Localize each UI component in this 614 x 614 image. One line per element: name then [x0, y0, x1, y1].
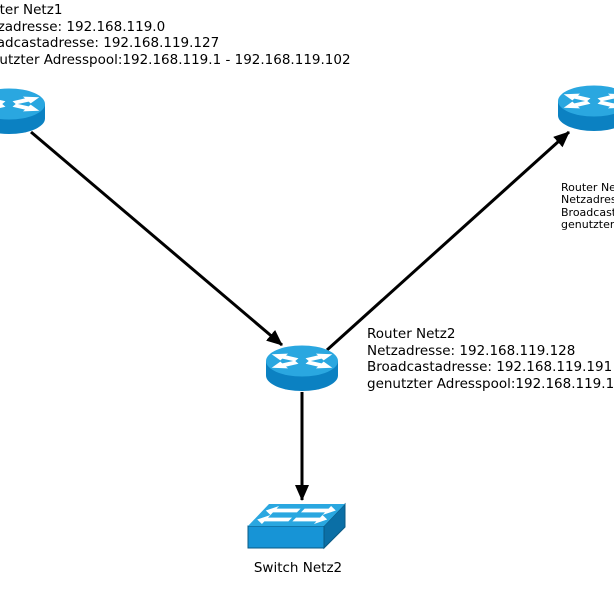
router-netz2-icon[interactable]: [266, 345, 338, 392]
annotation-line: Broadcastadresse: 192.168.119.191: [367, 359, 613, 375]
router-netz2-annotation: Router Netz2 Netzadresse: 192.168.119.12…: [367, 326, 614, 392]
annotation-line: genutzter Adresspool:192.168.119.129 - 1…: [367, 375, 614, 392]
annotation-line: Netzadresse: 192.168.119.128: [367, 342, 576, 359]
annotation-line: genutzter Adresspool:192.168.119.1 - 192…: [0, 51, 351, 68]
annotation-line: Broadcastadresse: 192.168.119.255: [561, 205, 614, 219]
router-netz1-annotation: Router Netz1 Netzadresse: 192.168.119.0 …: [0, 2, 351, 68]
edge-router2-to-router3[interactable]: [325, 130, 571, 352]
annotation-line: Router Netz2: [367, 326, 456, 342]
router-netz1-icon[interactable]: [0, 88, 45, 135]
annotation-line: Netzadresse: 192.168.119.192: [561, 193, 614, 207]
router-netz3-annotation: Router Netz3 Netzadresse: 192.168.119.19…: [561, 181, 614, 232]
switch-arrows-glyph: [257, 506, 336, 524]
annotation-line: Netzadresse: 192.168.119.0: [0, 18, 166, 35]
annotation-line: genutzter Adresspool:192.168.119.193 - 1…: [561, 218, 614, 232]
switch-netz2-icon[interactable]: [247, 502, 346, 550]
switch-netz2-label: Switch Netz2: [253, 560, 343, 576]
annotation-line: Router Netz3: [561, 181, 614, 194]
annotation-line: Broadcastadresse: 192.168.119.127: [0, 35, 220, 51]
router-netz3-icon[interactable]: [558, 85, 614, 132]
edge-router1-to-router2[interactable]: [30, 130, 283, 347]
annotation-line: Router Netz1: [0, 2, 63, 18]
